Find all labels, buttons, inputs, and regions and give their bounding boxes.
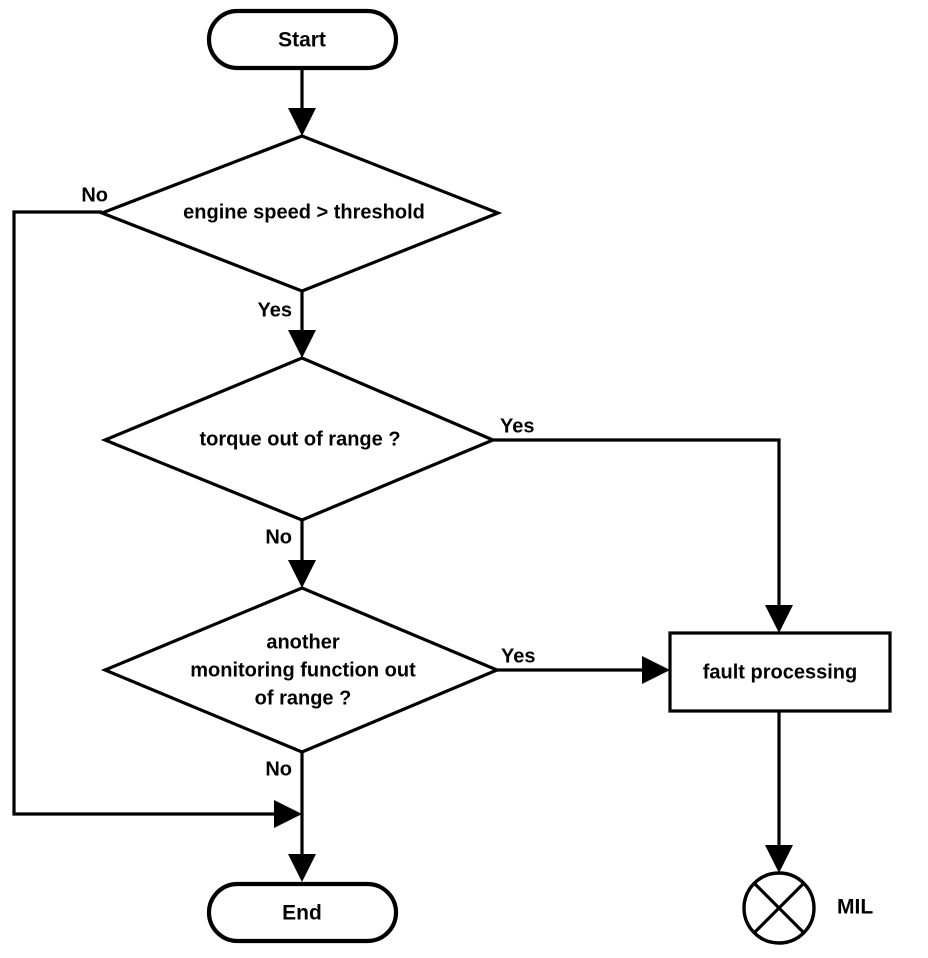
start-label: Start	[278, 29, 326, 52]
decision-other-monitoring-shape	[100, 586, 502, 754]
mil-cross-stroke-b	[752, 881, 806, 935]
node-decision-engine-speed[interactable]: engine speed > threshold	[97, 134, 503, 293]
edge-fault-to-mil	[765, 711, 793, 873]
mil-label: MIL	[837, 896, 873, 919]
edge-speed-yes-to-torque	[288, 291, 316, 358]
edge-label-other-no: No	[265, 758, 292, 780]
fault-processing-shape	[668, 631, 892, 713]
decision-engine-speed-label: engine speed > threshold	[183, 201, 425, 223]
edge-label-other-yes: Yes	[501, 645, 535, 667]
edge-other-no-to-end	[288, 752, 316, 882]
decision-torque-shape	[100, 356, 498, 522]
decision-other-monitoring-label-line3: of range ?	[255, 687, 352, 709]
node-start[interactable]: Start	[206, 8, 399, 71]
node-decision-other-monitoring[interactable]: another monitoring function out of range…	[100, 586, 502, 754]
fault-processing-label: fault processing	[703, 661, 857, 683]
edge-speed-no-loop	[12, 210, 302, 828]
edge-torque-yes-to-fault	[493, 438, 793, 633]
end-label: End	[282, 902, 322, 925]
decision-other-monitoring-label-line2: monitoring function out	[190, 659, 416, 681]
edge-label-torque-no: No	[265, 526, 292, 548]
decision-other-monitoring-label-line1: another	[266, 631, 340, 653]
end-terminator-shape	[206, 881, 399, 944]
node-fault-processing[interactable]: fault processing	[668, 631, 892, 713]
node-decision-torque[interactable]: torque out of range ?	[100, 356, 498, 522]
edge-label-speed-no: No	[81, 184, 108, 206]
decision-engine-speed-shape	[97, 134, 503, 293]
edge-torque-no-to-other	[288, 520, 316, 588]
node-end[interactable]: End	[206, 881, 399, 944]
node-mil-indicator[interactable]: MIL	[742, 871, 873, 945]
edge-label-torque-yes: Yes	[500, 415, 534, 437]
edge-other-yes-to-fault	[497, 656, 670, 684]
edge-label-speed-yes: Yes	[258, 299, 292, 321]
start-terminator-shape	[206, 8, 399, 71]
decision-torque-label: torque out of range ?	[199, 428, 400, 450]
edge-start-to-speed	[288, 68, 316, 136]
